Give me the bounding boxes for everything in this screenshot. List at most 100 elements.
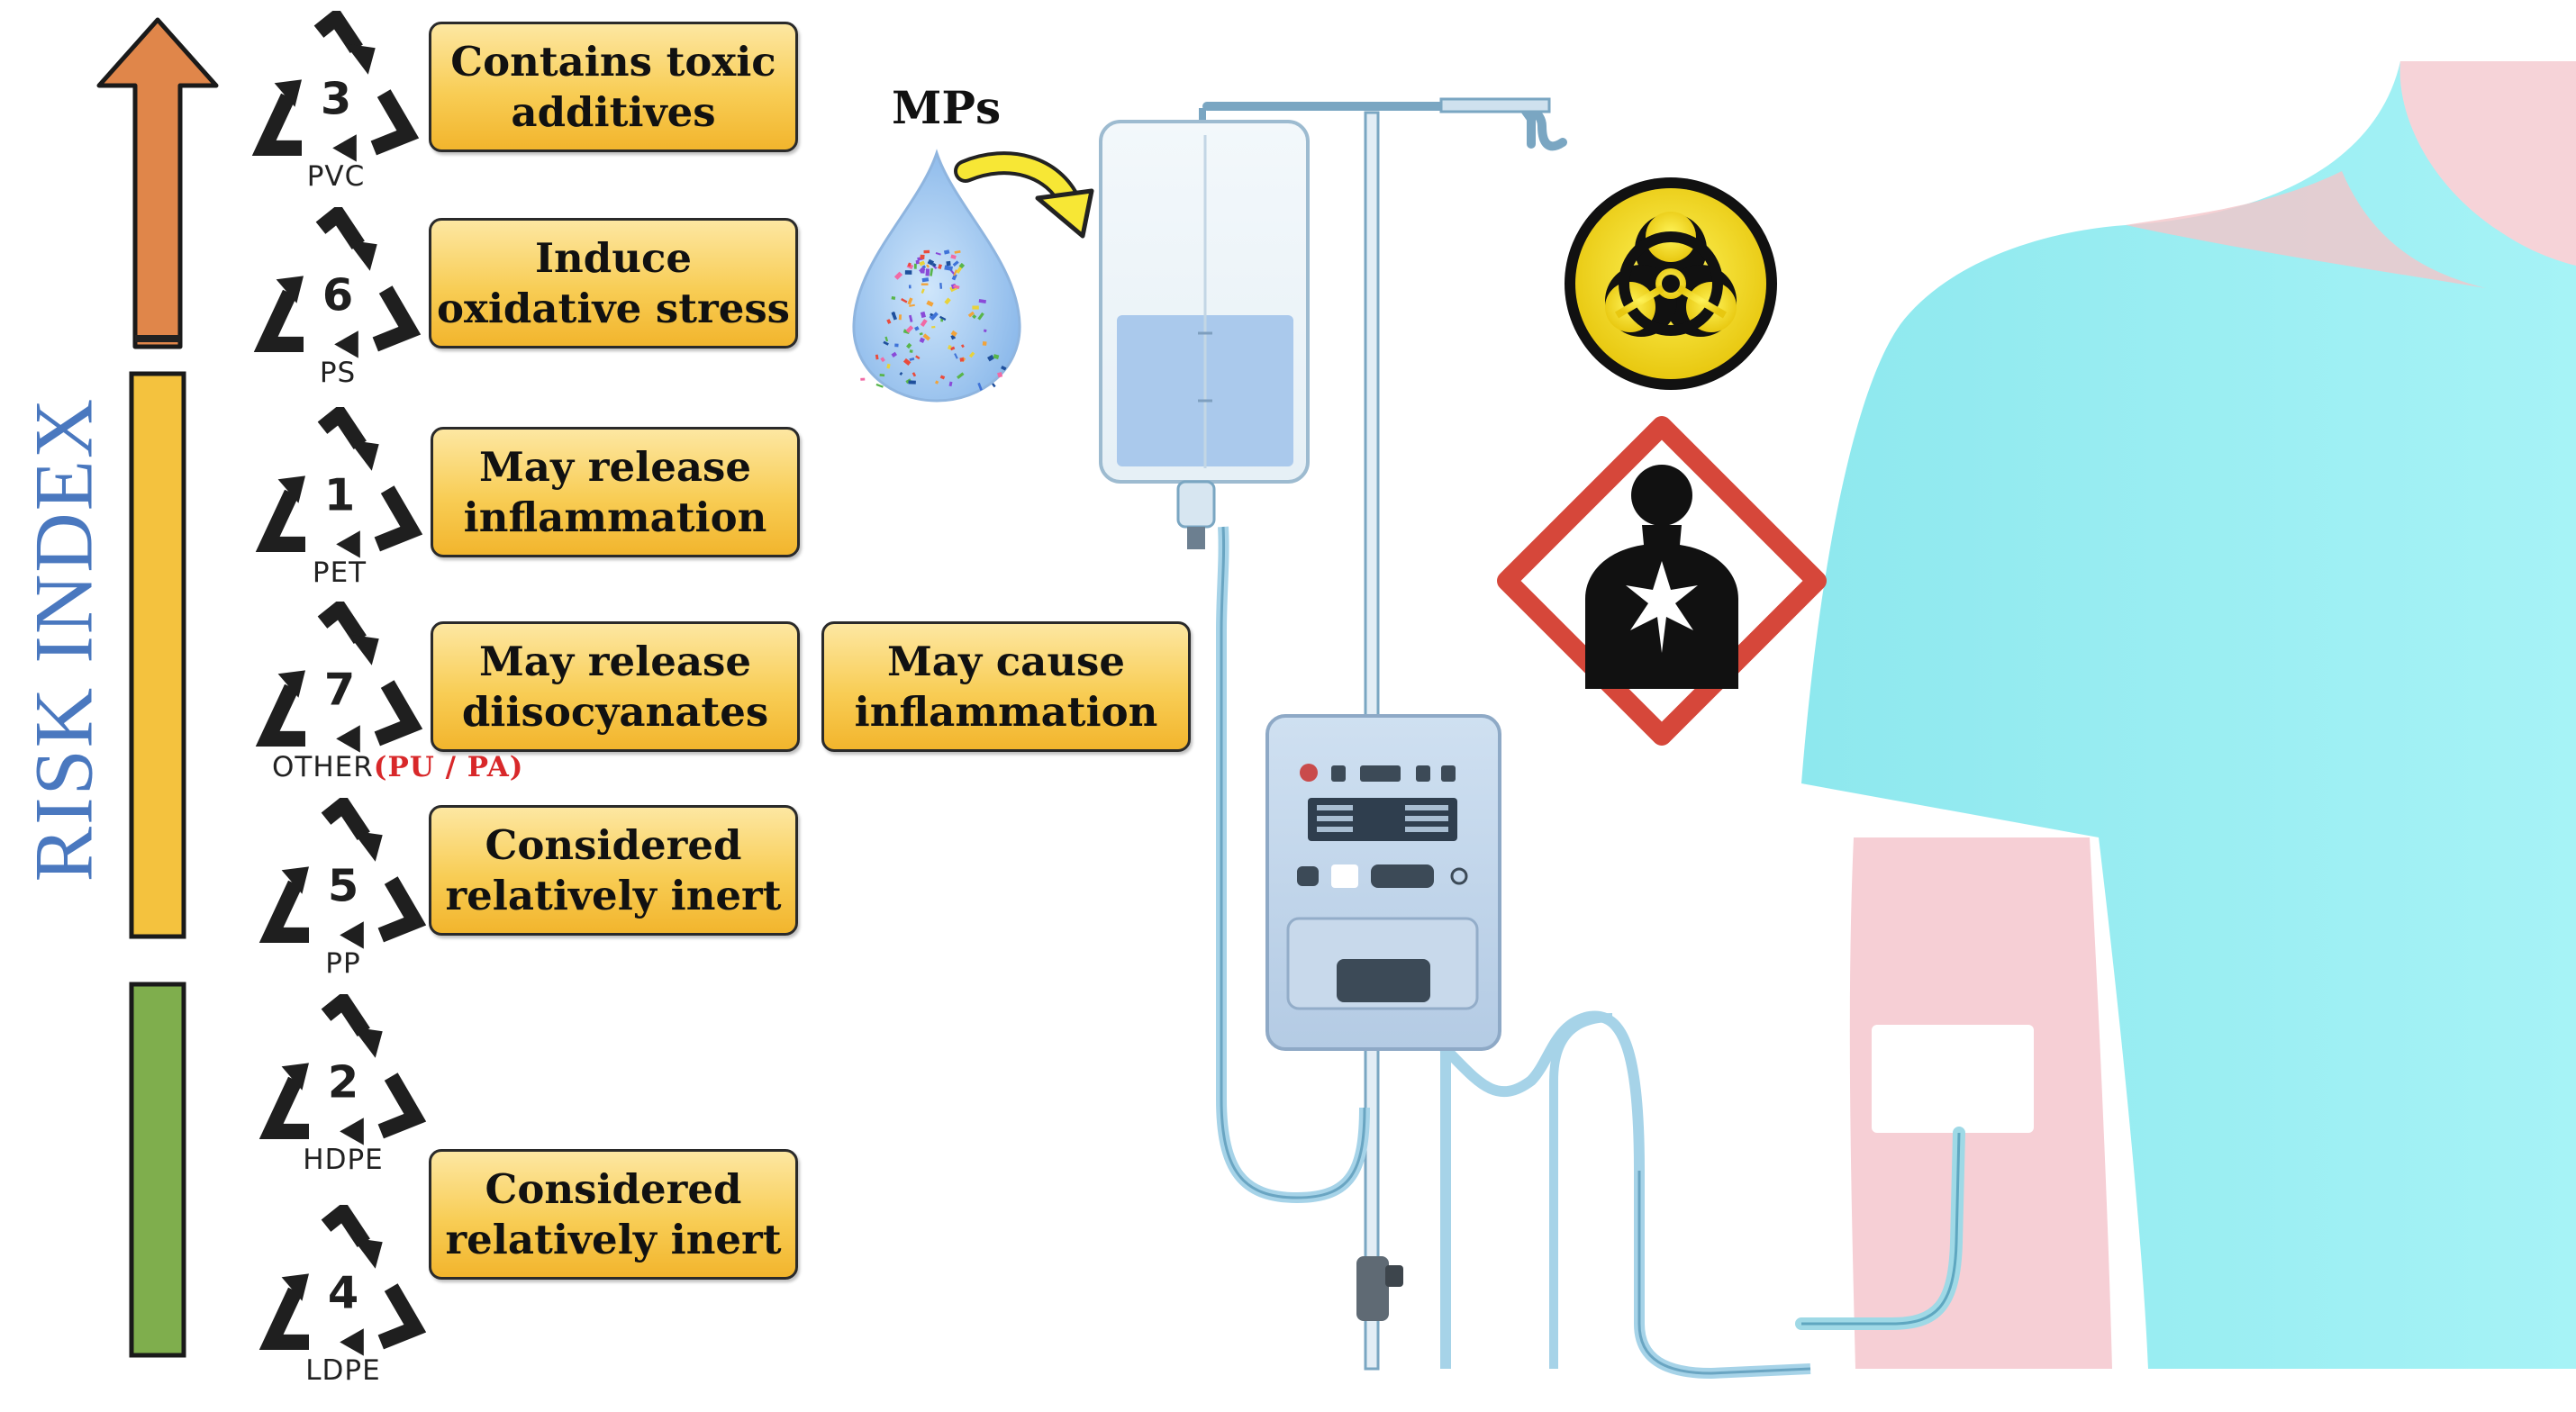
recycle-triangle-icon: 7 [254,602,425,753]
recycle-code-number: 5 [328,859,358,911]
recycle-triangle-icon: 4 [258,1205,429,1356]
recycle-code-pet: 1 PET [254,407,425,589]
microplastic-particle [893,271,903,280]
microplastic-particle [875,383,884,388]
microplastic-particle [901,298,908,303]
microplastic-particle [953,269,957,276]
recycle-code-ps: 6 PS [252,207,423,389]
microplastic-particle [947,344,952,350]
microplastic-particle [907,262,912,267]
microplastic-particle [967,311,975,318]
microplastic-particle [898,314,902,321]
microplastic-particle [914,326,920,331]
effect-box-other: May release diisocyanates [431,621,800,752]
microplastic-particle [935,252,941,256]
risk-index-arrow [96,17,219,349]
infusion-pump-icon [1265,714,1501,1051]
risk-bar-low [129,982,186,1358]
recycle-code-number: 3 [321,72,351,124]
effect-box-ps: Induce oxidative stress [429,218,798,348]
effect-box-pet: May release inflammation [431,427,800,557]
microplastic-particle [909,303,915,307]
microplastic-particle [972,314,977,320]
recycle-code-pp: 5 PP [258,798,429,980]
patient-arm-icon [1795,61,2576,1369]
microplastic-particle [891,295,896,300]
plastic-name-main: OTHER [272,751,374,783]
recycle-code-number: 2 [328,1055,358,1108]
microplastic-particle [944,297,951,305]
microplastic-particle [939,283,943,289]
risk-bar-medium [129,371,186,939]
microplastic-particle [926,300,934,307]
microplastic-particle [920,319,928,327]
microplastic-particle [919,332,923,336]
microplastic-particle [908,314,913,322]
microplastic-particle [1001,365,1007,371]
microplastic-particle [912,372,917,377]
plastic-name: HDPE [303,1144,384,1176]
microplastic-particle [938,264,942,269]
plastic-name: PET [312,557,367,589]
microplastic-particle [886,363,891,369]
recycle-code-other: 7 OTHER(PU / PA) [254,602,522,783]
microplastic-particle [886,319,892,324]
microplastic-particle [946,260,951,267]
recycle-triangle-icon: 5 [258,798,429,949]
plastic-name: PS [319,357,357,389]
microplastic-particle [954,249,961,254]
microplastic-particle [930,267,934,276]
plastic-name: PVC [306,160,366,193]
microplastic-particle [958,262,966,269]
microplastic-particle [956,267,963,274]
microplastic-particle [875,354,879,360]
plastic-name: LDPE [305,1354,381,1387]
droplet-label: MPs [892,81,1002,134]
plastic-subname: (PU / PA) [373,751,524,783]
microplastic-particle [921,277,930,283]
recycle-code-number: 4 [328,1266,358,1318]
plastic-name: OTHER(PU / PA) [245,751,542,783]
microplastic-particle [960,344,965,348]
risk-index-label: RISK INDEX [17,396,110,882]
risk-index-title: RISK INDEX [17,360,110,919]
microplastic-particle [906,342,912,349]
microplastic-particle [905,325,914,333]
microplastic-droplet-icon [852,149,1021,403]
microplastic-particle [954,353,958,359]
recycle-code-number: 7 [324,663,355,715]
microplastic-particle [977,312,984,321]
microplastic-particle [939,375,946,380]
microplastic-particle [931,325,936,329]
recycle-triangle-icon: 6 [252,207,423,358]
microplastic-particle [919,337,925,343]
microplastic-particle [879,374,885,377]
microplastic-particle [968,351,975,358]
microplastic-particle [907,297,913,305]
microplastic-particle [943,249,950,255]
microplastic-particle [983,329,987,332]
microplastic-particle [909,349,913,353]
microplastic-particle [949,346,956,351]
microplastic-particle [891,351,898,358]
recycle-code-number: 1 [324,468,355,520]
microplastic-particle [926,264,930,268]
microplastic-particle [922,333,930,341]
plastic-name: PP [325,947,361,980]
microplastic-particle [944,265,953,271]
recycle-triangle-icon: 3 [250,11,422,162]
microplastic-particle [908,380,916,385]
effect-box-polyethylene: Considered relatively inert [429,1149,798,1280]
microplastic-particle [977,382,983,391]
microplastic-particle [913,263,917,269]
iv-drip-icon [1099,97,1811,1380]
health-hazard-icon [1497,416,1827,746]
microplastic-particle [925,268,930,276]
recycle-code-ldpe: 4 LDPE [258,1205,429,1387]
microplastic-particle [934,380,939,385]
microplastic-particle [884,336,889,342]
curved-arrow-icon [954,151,1094,239]
microplastic-particle [915,355,921,360]
